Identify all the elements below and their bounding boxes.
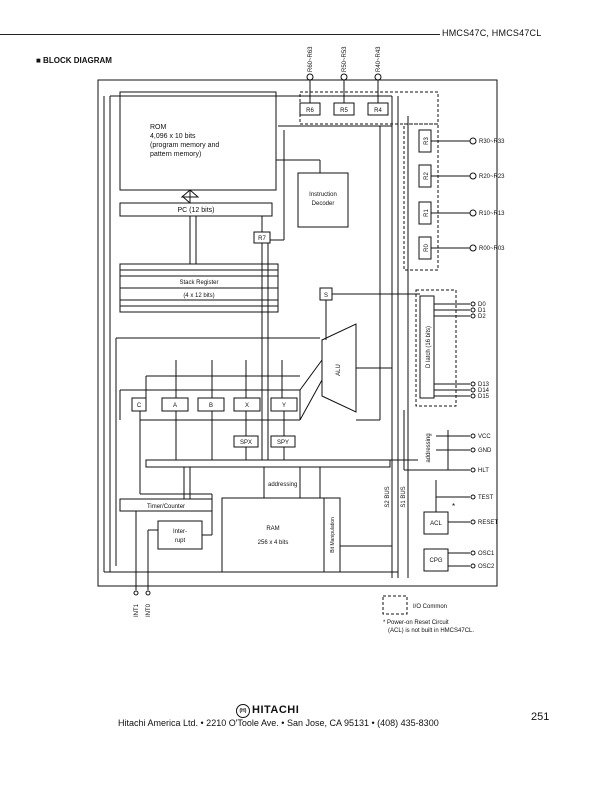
decoder-label-2: Decoder xyxy=(312,201,335,207)
acl-label: ACL xyxy=(430,521,442,527)
a-label: A xyxy=(173,403,177,409)
rom-desc-1: (program memory and xyxy=(150,142,219,149)
legend-note-1: * Power-on Reset Circuit xyxy=(383,620,449,626)
cpg-block xyxy=(423,548,449,572)
pin-test: TEST xyxy=(478,495,494,501)
interrupt-block xyxy=(157,520,203,550)
legend-note-2: (ACL) is not built in HMCS47CL. xyxy=(388,628,474,634)
brand-name: HITACHI xyxy=(252,704,300,716)
addressing-label-ram: addressing xyxy=(268,482,297,488)
rom-title: ROM xyxy=(150,124,167,131)
pin-d14: D14 xyxy=(478,388,490,394)
pin-r6: R60~R63 xyxy=(308,46,314,72)
pin-d1: D1 xyxy=(478,308,486,314)
r4-label: R4 xyxy=(374,108,382,114)
ram-label-2: 256 x 4 bits xyxy=(258,540,289,546)
stack-label-1: Stack Register xyxy=(179,280,218,286)
part-numbers-header: HMCS47C, HMCS47CL xyxy=(442,28,542,38)
pin-osc2: OSC2 xyxy=(478,564,495,570)
io-common-region-dlatch xyxy=(415,289,457,407)
r0-label: R0 xyxy=(424,244,430,252)
pin-d2: D2 xyxy=(478,314,486,320)
stack-label-2: (4 x 12 bits) xyxy=(183,293,214,299)
legend-io-common: I/O Common xyxy=(413,604,447,610)
ram-label-1: RAM xyxy=(266,526,279,532)
hitachi-logo-icon: (H) xyxy=(236,704,250,718)
alu xyxy=(321,323,357,413)
c-label: C xyxy=(137,403,142,409)
s2-bus-label: S2 BUS xyxy=(385,486,391,507)
dlatch-label: D latch (16 bits) xyxy=(426,326,432,368)
interrupt-label-2: rupt xyxy=(175,538,186,544)
pin-r2: R20~R23 xyxy=(479,174,505,180)
instruction-decoder xyxy=(297,172,349,228)
pin-r4: R40~R43 xyxy=(376,46,382,72)
pin-r3: R30~R33 xyxy=(479,139,505,145)
header-rule xyxy=(0,34,440,35)
section-title: ■ BLOCK DIAGRAM xyxy=(36,56,112,65)
io-common-region-top xyxy=(299,91,439,125)
rom-block xyxy=(119,91,277,191)
x-label: X xyxy=(245,403,249,409)
legend-io-common-box xyxy=(382,595,408,615)
r1-label: R1 xyxy=(424,209,430,217)
pin-d15: D15 xyxy=(478,394,490,400)
spy-label: SPY xyxy=(277,440,289,446)
pin-int0: INT0 xyxy=(146,603,152,617)
addressing-label-dlatch: addressing xyxy=(426,433,432,462)
c-register xyxy=(131,397,147,412)
s-label: S xyxy=(324,293,328,299)
pin-osc1: OSC1 xyxy=(478,551,495,557)
pin-d13: D13 xyxy=(478,382,490,388)
r2-label: R2 xyxy=(424,172,430,180)
pin-gnd: GND xyxy=(478,448,492,454)
spy-register xyxy=(270,435,296,448)
rom-desc-2: pattern memory) xyxy=(150,151,201,158)
asterisk-mark: * xyxy=(452,502,455,511)
x-register xyxy=(233,397,261,412)
a-register xyxy=(161,397,189,412)
pin-vcc: VCC xyxy=(478,434,491,440)
pin-r1: R10~R13 xyxy=(479,211,505,217)
bitman-label: Bit Manipulation xyxy=(330,517,336,553)
r5-label: R5 xyxy=(340,108,348,114)
s1-bus-label: S1 BUS xyxy=(401,486,407,507)
chip-outline xyxy=(97,79,498,587)
pin-int1: INT1 xyxy=(134,603,140,617)
pin-r5: R50~R53 xyxy=(342,46,348,72)
alu-label: ALU xyxy=(336,364,342,376)
spx-label: SPX xyxy=(240,440,252,446)
b-label: B xyxy=(209,403,213,409)
interrupt-label-1: Inter- xyxy=(173,529,187,535)
y-label: Y xyxy=(282,403,286,409)
rom-size: 4,096 x 10 bits xyxy=(150,133,196,140)
d-latch xyxy=(419,295,435,399)
decoder-label-1: Instruction xyxy=(309,192,337,198)
pin-hlt: HLT xyxy=(478,468,489,474)
cpg-label: CPG xyxy=(429,558,442,564)
pc-label: PC (12 bits) xyxy=(178,207,215,214)
b-register xyxy=(197,397,225,412)
page-number: 251 xyxy=(531,711,550,723)
pin-reset: RESET xyxy=(478,520,498,526)
pin-d0: D0 xyxy=(478,302,486,308)
r7-label: R7 xyxy=(258,236,266,242)
io-common-region-right xyxy=(403,123,439,271)
company-address: Hitachi America Ltd. • 2210 O'Toole Ave.… xyxy=(118,718,439,728)
r6-label: R6 xyxy=(306,108,314,114)
r3-label: R3 xyxy=(424,137,430,145)
ram-block xyxy=(221,497,325,573)
timer-label: Timer/Counter xyxy=(147,504,185,510)
pin-r0: R00~R03 xyxy=(479,246,505,252)
main-bus xyxy=(145,459,391,468)
